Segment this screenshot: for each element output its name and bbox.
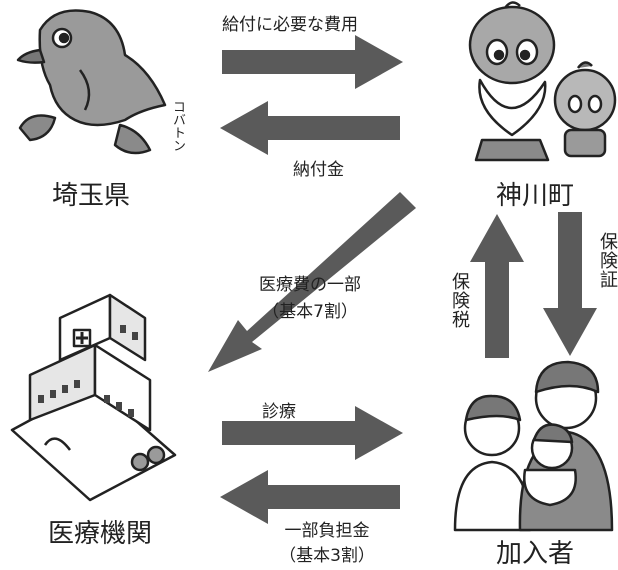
- flow-label-copayment: 一部負担金 （基本3割）: [262, 516, 392, 566]
- flow-label-contribution: 納付金: [293, 160, 344, 180]
- flow-label-copayment-line2: （基本3割）: [279, 546, 375, 566]
- node-label-medical: 医療機関: [48, 519, 153, 549]
- flow-label-insurance-card: 保険証: [597, 232, 618, 289]
- flow-label-medical-cost-line2: （基本7割）: [262, 302, 358, 322]
- node-label-saitama: 埼玉県: [52, 181, 131, 211]
- flow-label-copayment-line1: 一部負担金: [284, 521, 370, 541]
- flow-label-benefit-cost: 給付に必要な費用: [222, 15, 358, 35]
- flow-label-medical-cost-line1: 医療費の一部: [259, 275, 361, 295]
- node-label-insured: 加入者: [496, 539, 575, 569]
- flow-label-insurance-tax: 保険税: [449, 272, 470, 329]
- mascot-name-label: コバトン: [170, 100, 185, 152]
- flow-label-treatment: 診療: [262, 402, 296, 422]
- node-label-kamikawa: 神川町: [496, 181, 575, 211]
- flow-label-medical-cost: 医療費の一部 （基本7割）: [240, 270, 380, 322]
